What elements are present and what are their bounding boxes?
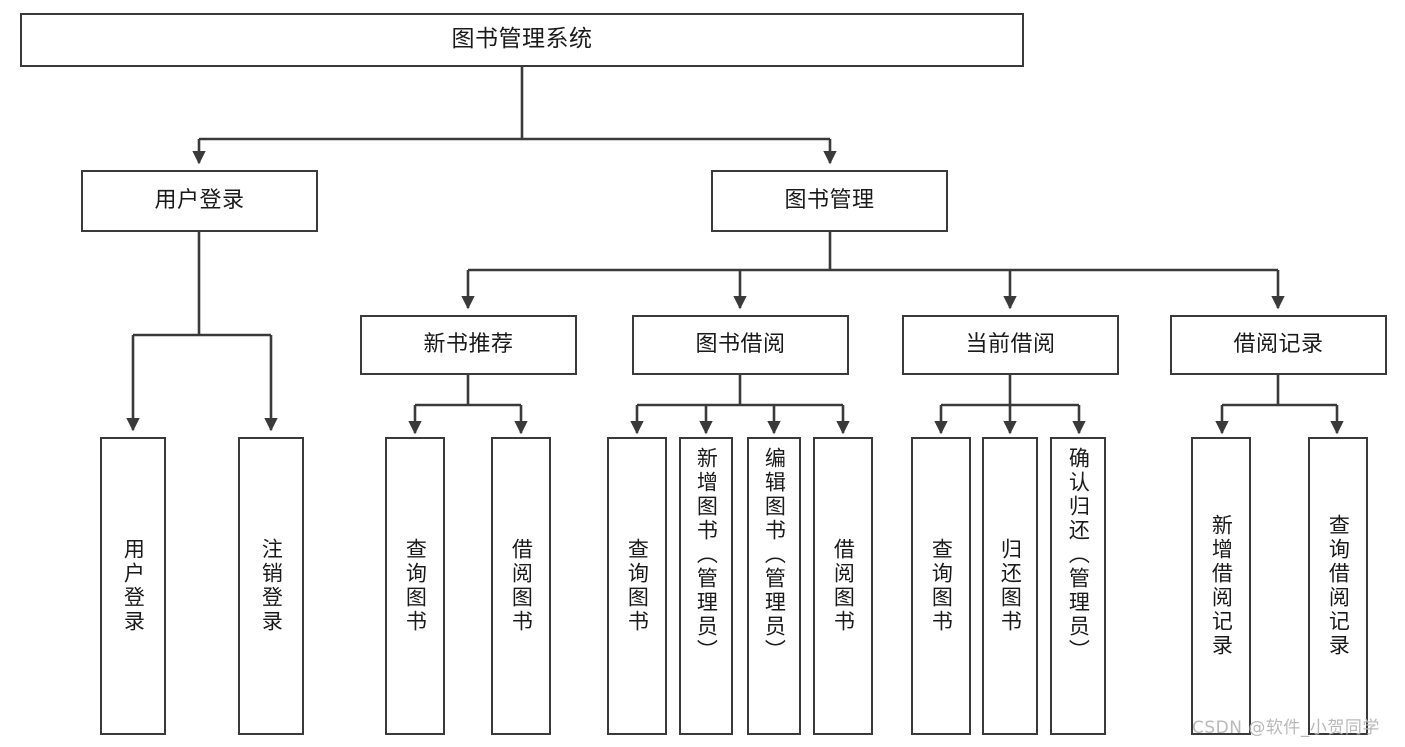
watermark-text: CSDN @软件_小贺同学	[1192, 718, 1380, 738]
leaf-user-login-login[interactable]: 用户登录	[100, 437, 166, 735]
leaf-borrow-add-book-admin[interactable]: 新增图书（管理员）	[679, 437, 733, 735]
node-user-login[interactable]: 用户登录	[81, 170, 318, 232]
leaf-record-query-record[interactable]: 查询借阅记录	[1308, 437, 1368, 735]
leaf-borrow-query-book[interactable]: 查询图书	[607, 437, 667, 735]
leaf-borrow-borrow-book[interactable]: 借阅图书	[813, 437, 873, 735]
leaf-recommend-query-book[interactable]: 查询图书	[385, 437, 445, 735]
leaf-current-return-book[interactable]: 归还图书	[982, 437, 1038, 735]
node-root-system[interactable]: 图书管理系统	[20, 13, 1024, 67]
leaf-borrow-edit-book-admin[interactable]: 编辑图书（管理员）	[747, 437, 801, 735]
leaf-current-query-book[interactable]: 查询图书	[911, 437, 971, 735]
node-current-borrow[interactable]: 当前借阅	[902, 315, 1119, 375]
leaf-user-login-logout[interactable]: 注销登录	[238, 437, 304, 735]
node-book-management[interactable]: 图书管理	[711, 170, 948, 232]
node-book-borrow[interactable]: 图书借阅	[632, 315, 849, 375]
node-borrow-record[interactable]: 借阅记录	[1170, 315, 1387, 375]
leaf-current-confirm-return-admin[interactable]: 确认归还（管理员）	[1050, 437, 1106, 735]
leaf-recommend-borrow-book[interactable]: 借阅图书	[491, 437, 551, 735]
leaf-record-add-record[interactable]: 新增借阅记录	[1191, 437, 1251, 735]
node-new-book-recommend[interactable]: 新书推荐	[360, 315, 577, 375]
